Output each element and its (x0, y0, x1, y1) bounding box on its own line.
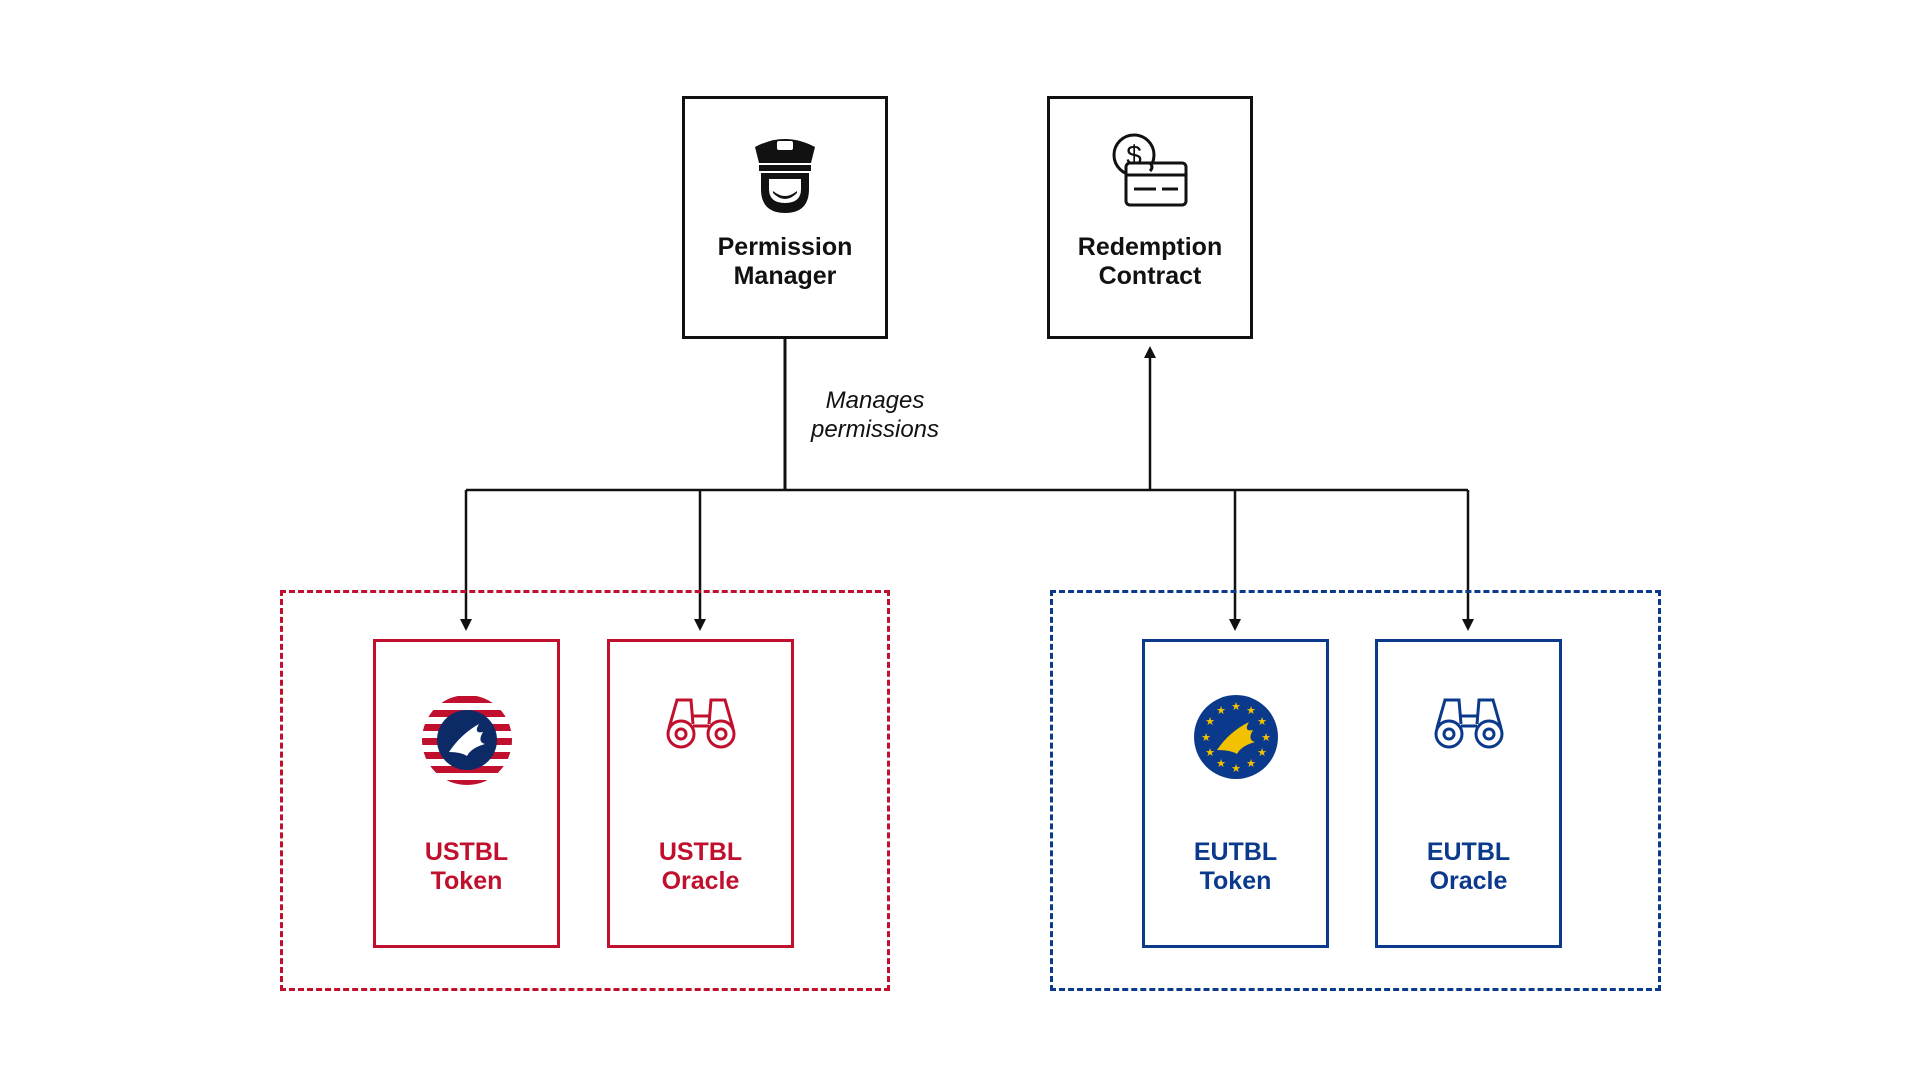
svg-text:★: ★ (1257, 715, 1267, 728)
svg-text:★: ★ (1246, 704, 1256, 717)
binoculars-icon (1431, 694, 1507, 755)
ustbl-logo-icon (421, 694, 513, 791)
node-label-line-1: Redemption (1077, 233, 1223, 261)
node-label-line-2: Contract (1098, 262, 1202, 290)
node-label-line-1: EUTBL (1193, 838, 1278, 866)
svg-text:★: ★ (1205, 746, 1215, 759)
node-label-line-1: EUTBL (1426, 838, 1511, 866)
dollar-card-icon: $ (1110, 133, 1190, 214)
police-officer-icon (749, 133, 821, 220)
node-label-line-2: Token (1199, 867, 1272, 895)
eutbl-logo-icon: ★ ★ ★ ★ ★ ★ ★ ★ ★ ★ ★ ★ (1193, 694, 1279, 785)
node-label-line-1: Permission (717, 233, 853, 261)
redemption-contract-label: Redemption Contract (1050, 233, 1250, 291)
eutbl-oracle-node[interactable]: EUTBL Oracle (1375, 639, 1562, 948)
node-label-line-2: Oracle (661, 867, 740, 895)
ustbl-token-node[interactable]: USTBL Token (373, 639, 560, 948)
ustbl-token-label: USTBL Token (376, 838, 557, 896)
eutbl-oracle-label: EUTBL Oracle (1378, 838, 1559, 896)
node-label-line-2: Manager (733, 262, 837, 290)
svg-text:★: ★ (1201, 731, 1211, 744)
svg-text:★: ★ (1216, 757, 1226, 770)
svg-text:★: ★ (1257, 746, 1267, 759)
eu-group-container (1050, 590, 1661, 991)
svg-text:★: ★ (1246, 757, 1256, 770)
us-group-container (280, 590, 890, 991)
node-label-line-2: Oracle (1429, 867, 1508, 895)
node-label-line-1: USTBL (424, 838, 509, 866)
svg-text:★: ★ (1231, 700, 1241, 713)
svg-text:★: ★ (1205, 715, 1215, 728)
redemption-contract-node[interactable]: $ Redemption Contract (1047, 96, 1253, 339)
permission-manager-label: Permission Manager (685, 233, 885, 291)
eutbl-token-node[interactable]: ★ ★ ★ ★ ★ ★ ★ ★ ★ ★ ★ ★ EUTBL Token (1142, 639, 1329, 948)
edge-label-line-2: permissions (810, 416, 940, 443)
svg-text:★: ★ (1216, 704, 1226, 717)
permission-manager-node[interactable]: Permission Manager (682, 96, 888, 339)
ustbl-oracle-node[interactable]: USTBL Oracle (607, 639, 794, 948)
ustbl-oracle-label: USTBL Oracle (610, 838, 791, 896)
binoculars-icon (663, 694, 739, 755)
node-label-line-2: Token (430, 867, 503, 895)
edge-label-line-1: Manages (825, 387, 925, 414)
eutbl-token-label: EUTBL Token (1145, 838, 1326, 896)
svg-text:★: ★ (1261, 731, 1271, 744)
svg-text:★: ★ (1231, 762, 1241, 775)
node-label-line-1: USTBL (658, 838, 743, 866)
manages-permissions-label: Manages permissions (790, 386, 960, 444)
